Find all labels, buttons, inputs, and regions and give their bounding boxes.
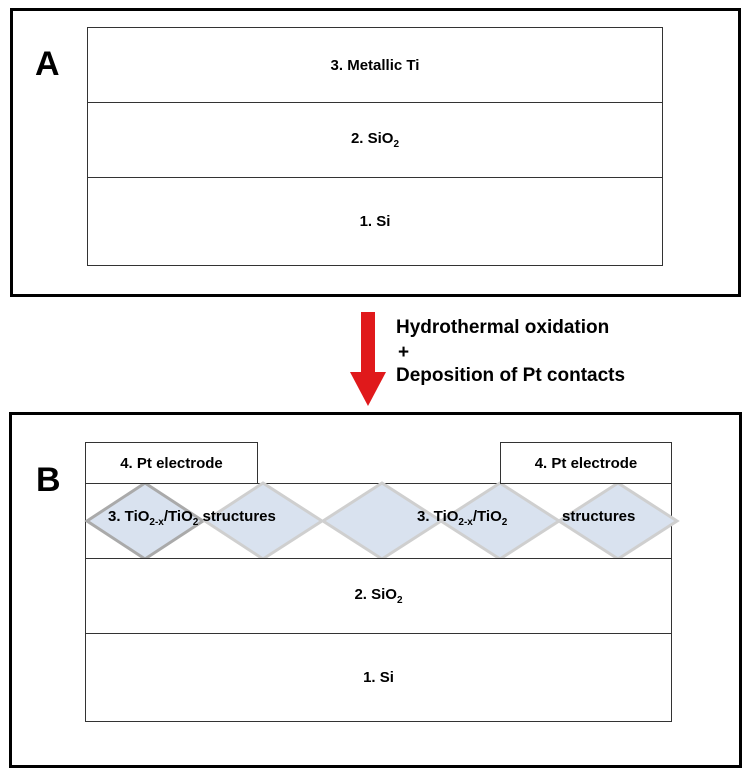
process-step-oxidation: Hydrothermal oxidation bbox=[396, 317, 610, 338]
process-arrow-icon bbox=[350, 312, 386, 406]
tio2-structures-label: 3. TiO2-x/TiO2 bbox=[417, 508, 508, 528]
layer-sio2: 2. SiO2 bbox=[85, 558, 672, 634]
tio2-structures-label: 3. TiO2-x/TiO2 structures bbox=[108, 508, 276, 528]
layer-sio2: 2. SiO2 bbox=[87, 102, 663, 178]
layer-si: 1. Si bbox=[87, 177, 663, 266]
layer-si-label: 1. Si bbox=[359, 213, 391, 230]
layer-metallic-ti-label: 3. Metallic Ti bbox=[330, 56, 420, 74]
panel-b-letter: B bbox=[36, 461, 61, 499]
layer-sio2-label: 2. SiO2 bbox=[350, 130, 400, 150]
process-plus: + bbox=[398, 342, 410, 363]
tio2-structures-label: structures bbox=[562, 508, 636, 525]
panel-b: B 3. TiO2-x/TiO2 structures 3. TiO2-x/Ti… bbox=[9, 412, 742, 768]
pt-electrode-label: 4. Pt electrode bbox=[120, 454, 223, 472]
layer-metallic-ti: 3. Metallic Ti bbox=[87, 27, 663, 103]
pt-electrode-right: 4. Pt electrode bbox=[500, 442, 672, 484]
layer-sio2-label: 2. SiO2 bbox=[354, 586, 403, 606]
panel-a-letter: A bbox=[35, 45, 60, 83]
process-step-deposition: Deposition of Pt contacts bbox=[396, 365, 626, 386]
pt-electrode-left: 4. Pt electrode bbox=[85, 442, 258, 484]
layer-si-label: 1. Si bbox=[363, 669, 394, 686]
layer-si: 1. Si bbox=[85, 633, 672, 722]
panel-a: A 3. Metallic Ti 2. SiO2 1. Si bbox=[10, 8, 741, 297]
pt-electrode-label: 4. Pt electrode bbox=[534, 454, 638, 472]
